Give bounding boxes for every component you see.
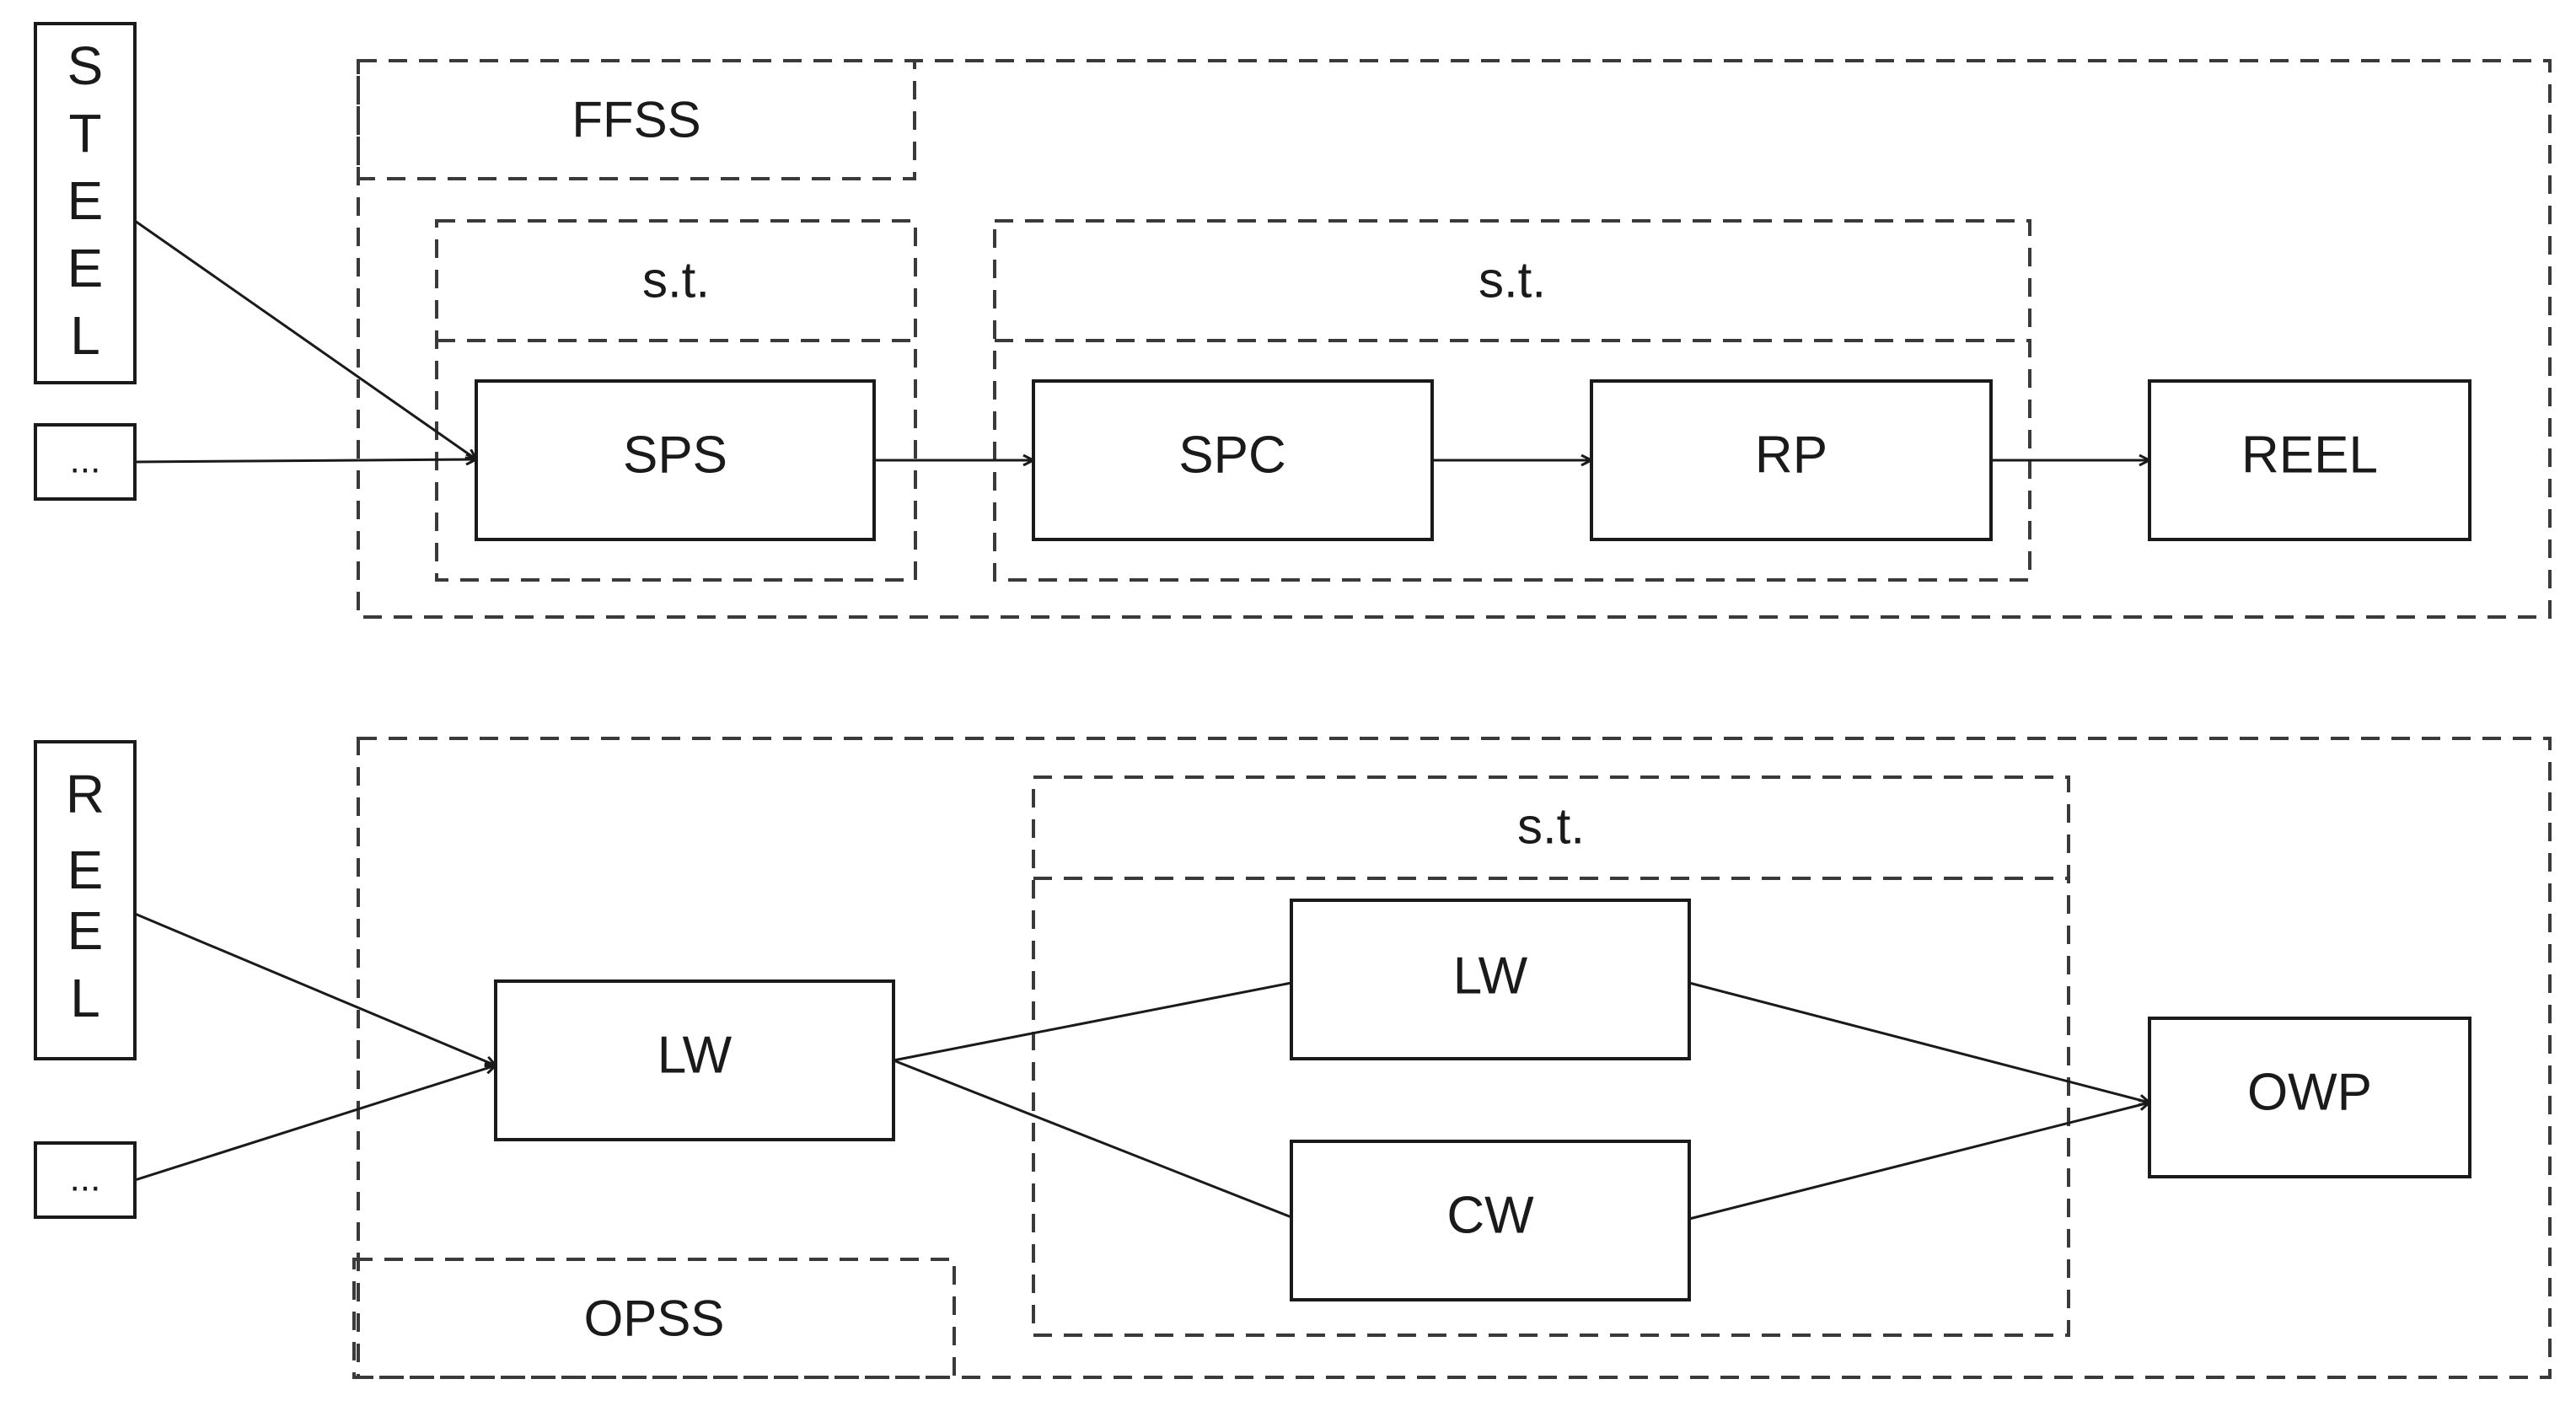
ffss-label: FFSS [572,92,700,148]
node-rp-label: RP [1755,427,1827,485]
bottom-other-input: ... [34,1141,137,1219]
edge-lw-to-lw-branch [893,981,1292,1062]
opss-system: OPSS s.t. LW LW CW OWP [352,737,2552,1379]
reel-input-letter: E [67,900,104,961]
subtask-2-boundary [993,219,2031,582]
subtask-2-label: s.t. [1479,252,1546,309]
opss-label-box [352,1258,956,1379]
top-other-input-label: ... [70,440,101,481]
ffss-system-boundary [357,59,2552,619]
edge-lw-to-cw [893,1059,1292,1219]
ffss-system: FFSS s.t. s.t. SPS SPC RP REEL [357,59,2552,619]
bottom-other-input-label: ... [70,1158,101,1199]
steel-input-letter: S [67,35,104,96]
steel-input-letter: T [68,103,101,164]
edge-reel-to-lw [134,912,496,1065]
node-reel-output-label: REEL [2241,427,2378,485]
node-owp: OWP [2148,1017,2471,1178]
subtask-3-label: s.t. [1517,798,1585,855]
top-other-input: ... [34,423,137,501]
steel-input-letter: L [70,305,100,366]
subtask-3-boundary [1032,775,2070,1337]
edge-cw-to-owp [1688,1103,2149,1221]
node-reel-output: REEL [2148,379,2471,541]
reel-input-letter: R [66,764,105,824]
ffss-label-box [357,59,916,180]
node-lw-branch: LW [1290,899,1691,1060]
reel-input-letter: E [67,840,104,900]
edge-lw-branch-to-owp [1688,981,2149,1103]
node-cw-label: CW [1446,1187,1534,1245]
opss-label: OPSS [584,1291,725,1347]
subtask-1-label: s.t. [642,252,710,309]
edge-other-to-lw [134,1065,496,1182]
node-owp-label: OWP [2247,1064,2372,1122]
steel-input-letter: E [67,238,104,298]
reel-input: R E E L [34,740,137,1060]
node-lw-main: LW [494,979,895,1141]
reel-input-letter: L [70,968,100,1028]
node-cw: CW [1290,1140,1691,1301]
subtask-1-boundary [435,219,917,582]
node-spc-label: SPC [1178,427,1285,485]
node-sps-label: SPS [623,427,727,485]
node-lw-main-label: LW [657,1027,733,1085]
node-rp: RP [1590,379,1993,541]
edge-steel-to-sps [134,219,476,459]
steel-input: S T E E L [34,22,137,384]
edge-other-to-sps [134,459,476,462]
opss-system-boundary [357,737,2552,1379]
node-sps: SPS [475,379,876,541]
steel-input-letter: E [67,170,104,231]
node-lw-branch-label: LW [1453,947,1528,1006]
node-spc: SPC [1032,379,1434,541]
